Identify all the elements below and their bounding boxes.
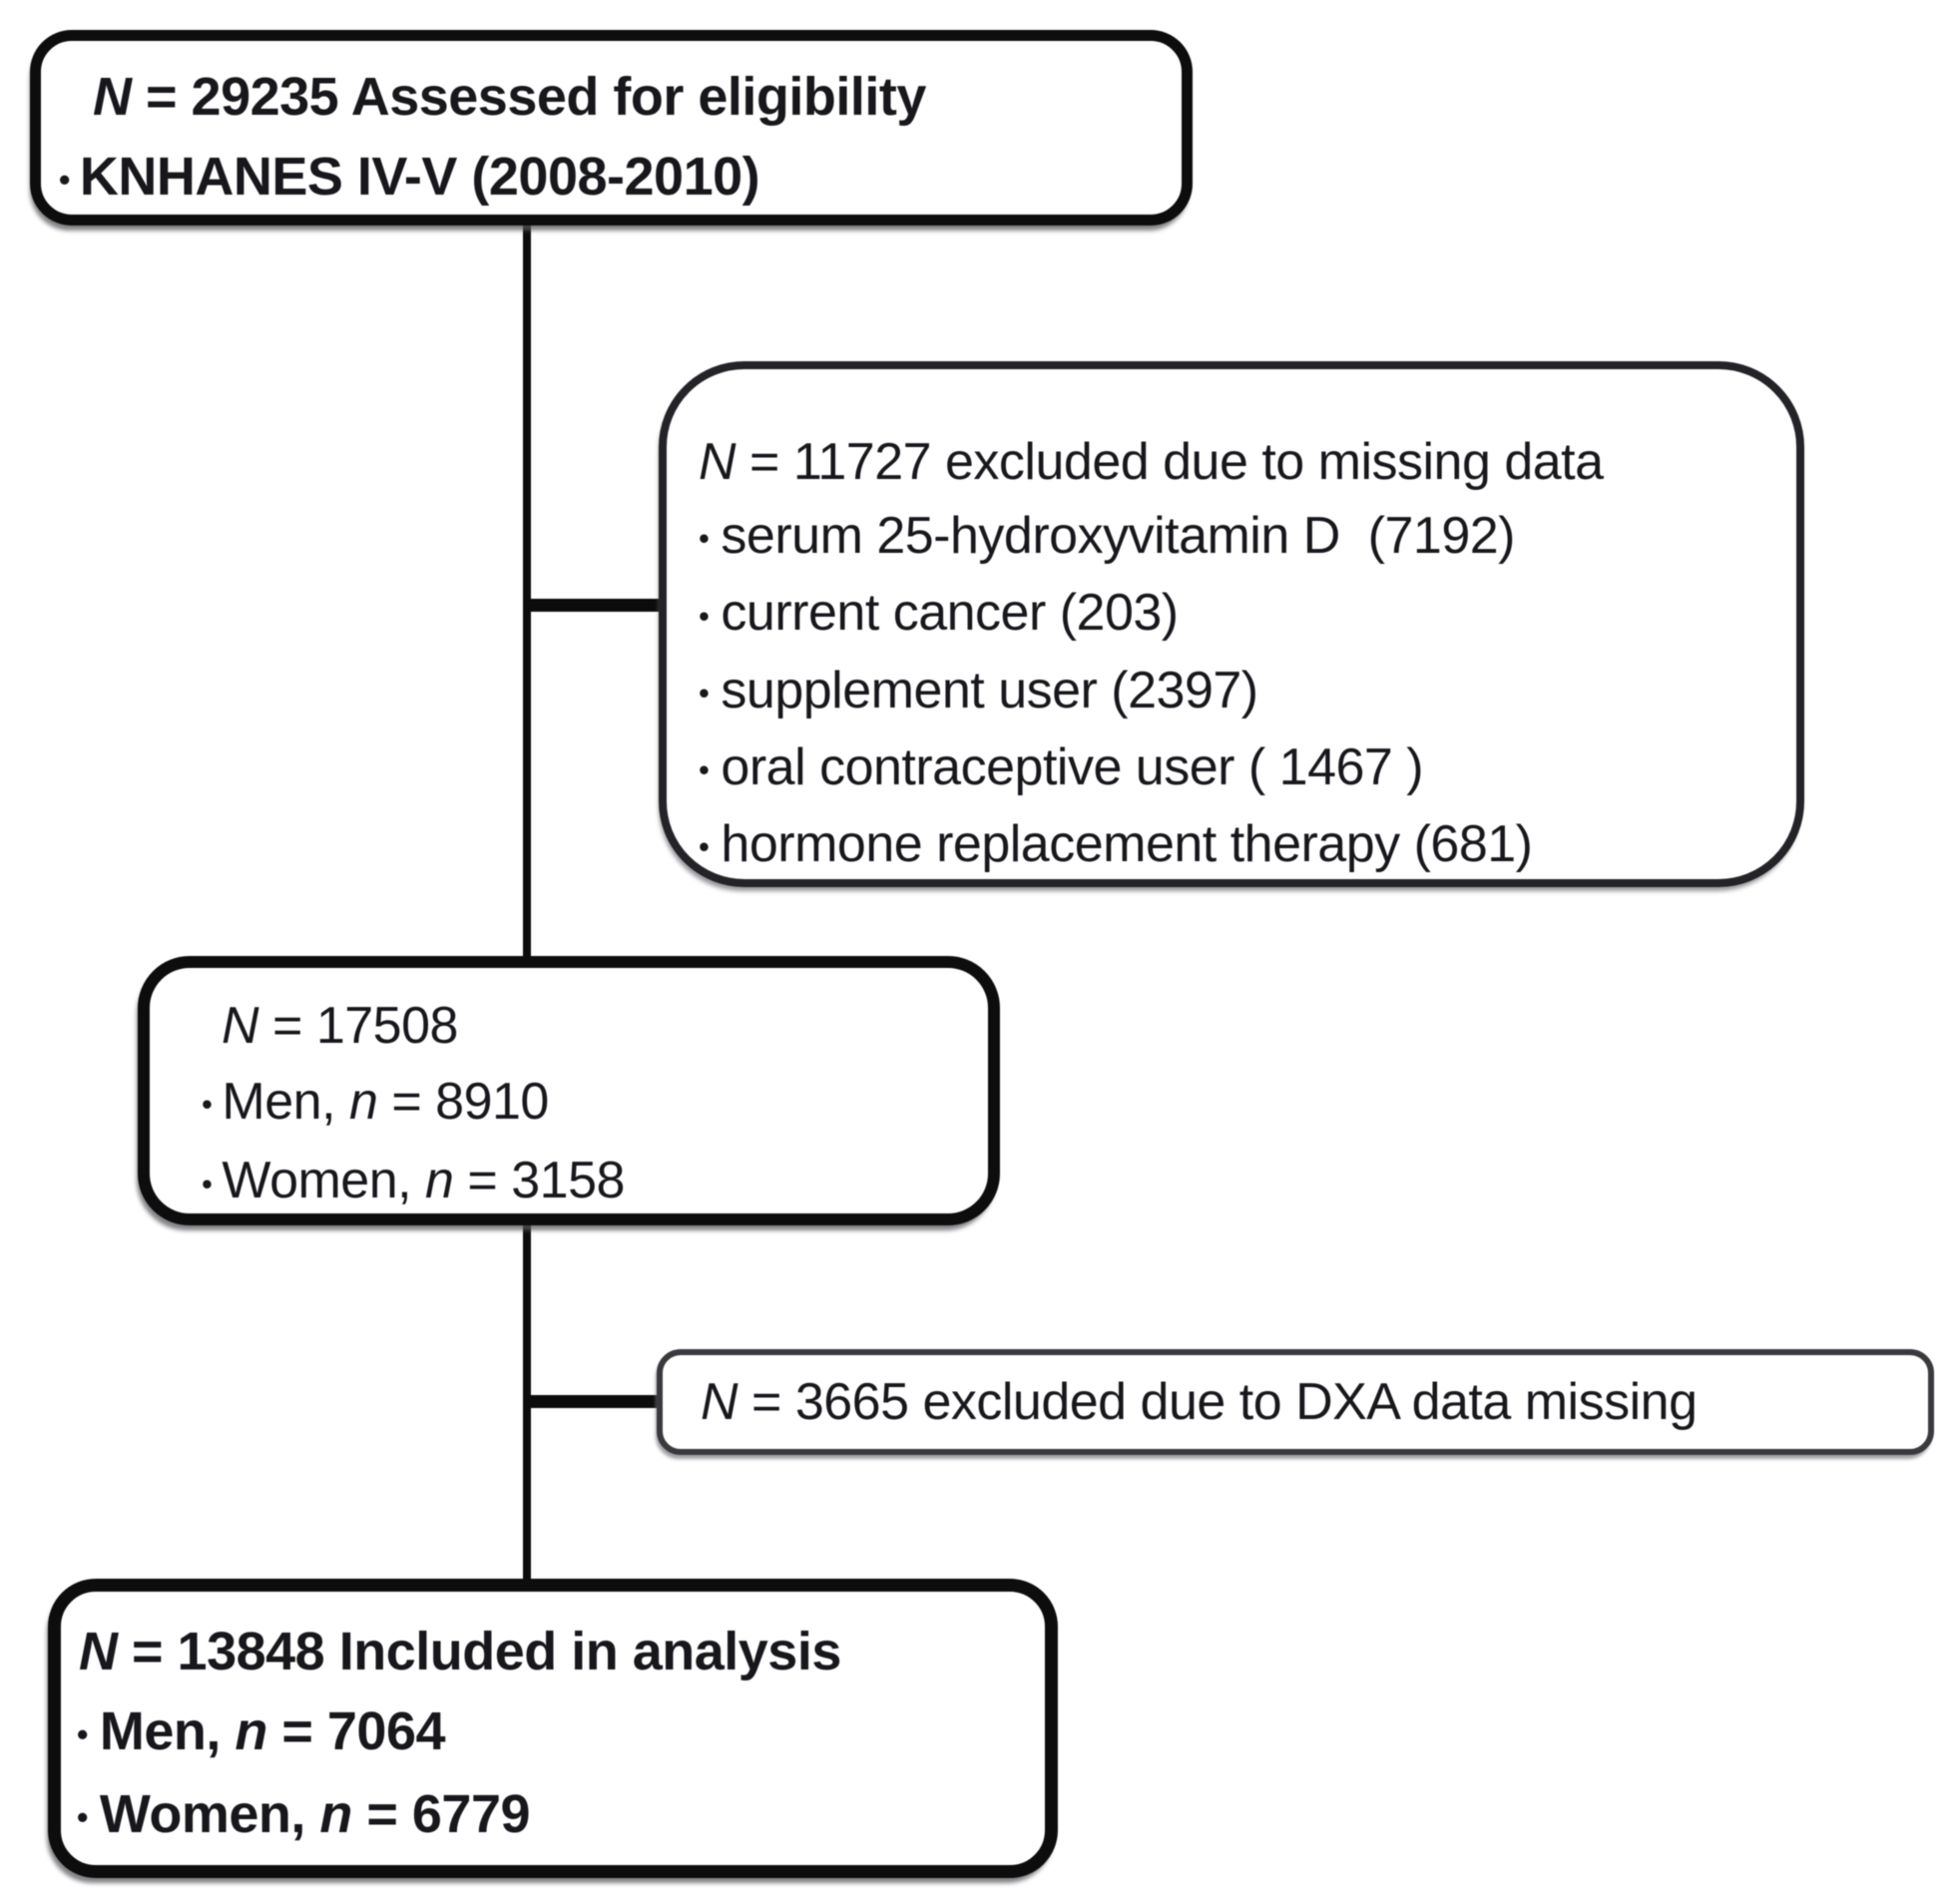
connector-branch-excluded-dxa (523, 1395, 663, 1408)
interim-title: N = 17508 (222, 988, 972, 1064)
eligibility-source-text: KNHANES IV-V (2008-2010) (79, 147, 760, 207)
bullet-marker: • (699, 829, 710, 865)
excluded-reason-hormone: • hormone replacement therapy (681) (699, 807, 1776, 884)
excluded-dxa-title-text: N = 3665 excluded due to DXA data missin… (701, 1373, 1698, 1431)
interim-women-text: Women, n = 3158 (222, 1152, 625, 1210)
interim-women-line: • Women, n = 3158 (202, 1143, 972, 1221)
excluded-reason-contraceptive-text: oral contraceptive user ( 1467 ) (721, 737, 1424, 796)
excluded-reason-cancer: • current cancer (203) (699, 576, 1776, 653)
included-men-line: • Men, n = 7064 (77, 1691, 1029, 1774)
connector-vertical-top (523, 222, 531, 960)
excluded-reason-cancer-text: current cancer (203) (721, 584, 1179, 643)
excluded-missing-title: N = 11727 excluded due to missing data (699, 425, 1776, 499)
excluded-missing-title-text: N = 11727 excluded due to missing data (699, 433, 1604, 491)
connector-branch-excluded-missing (523, 599, 663, 612)
box-excluded-missing-data: N = 11727 excluded due to missing data •… (659, 361, 1804, 887)
bullet-marker: • (699, 598, 710, 634)
interim-men-line: •Men, n = 8910 (202, 1064, 972, 1143)
bullet-marker: • (202, 1087, 213, 1123)
bullet-marker: • (699, 752, 710, 788)
interim-men-text: Men, n = 8910 (222, 1073, 549, 1131)
box-excluded-dxa-missing: N = 3665 excluded due to DXA data missin… (657, 1349, 1934, 1455)
bullet-marker: • (77, 1799, 88, 1836)
excluded-reason-supplement-text: supplement user (2397) (721, 661, 1258, 719)
excluded-reason-supplement: • supplement user (2397) (699, 654, 1776, 730)
excluded-reason-serum-text: serum 25-hydroxyvitamin D (7192) (721, 507, 1515, 565)
excluded-reason-contraceptive: • oral contraceptive user ( 1467 ) (699, 730, 1776, 807)
included-women-text: Women, n = 6779 (99, 1784, 531, 1845)
included-title: N = 13848 Included in analysis (79, 1612, 1029, 1691)
interim-title-text: N = 17508 (222, 997, 458, 1055)
included-title-text: N = 13848 Included in analysis (79, 1622, 841, 1681)
bullet-marker: • (59, 162, 70, 199)
box-assessed-for-eligibility: N = 29235 Assessed for eligibility •KNHA… (30, 30, 1193, 226)
excluded-reason-serum: • serum 25-hydroxyvitamin D (7192) (699, 499, 1776, 576)
eligibility-source-line: •KNHANES IV-V (2008-2010) (59, 137, 1166, 220)
bullet-marker: • (77, 1716, 88, 1753)
box-included-in-analysis: N = 13848 Included in analysis • Men, n =… (48, 1579, 1058, 1878)
excluded-dxa-title: N = 3665 excluded due to DXA data missin… (701, 1355, 1698, 1449)
box-interim-count: N = 17508 •Men, n = 8910 •Women, n = 315… (138, 956, 1000, 1225)
eligibility-title-text: N = 29235 Assessed for eligibility (93, 67, 926, 127)
bullet-marker: • (202, 1166, 213, 1201)
bullet-marker: • (699, 521, 710, 557)
bullet-marker: • (699, 675, 710, 711)
eligibility-title: N = 29235 Assessed for eligibility (93, 57, 1166, 137)
included-men-text: Men, n = 7064 (99, 1701, 446, 1761)
excluded-reason-hormone-text: hormone replacement therapy (681) (721, 815, 1533, 874)
included-women-line: • Women, n = 6779 (77, 1774, 1029, 1857)
